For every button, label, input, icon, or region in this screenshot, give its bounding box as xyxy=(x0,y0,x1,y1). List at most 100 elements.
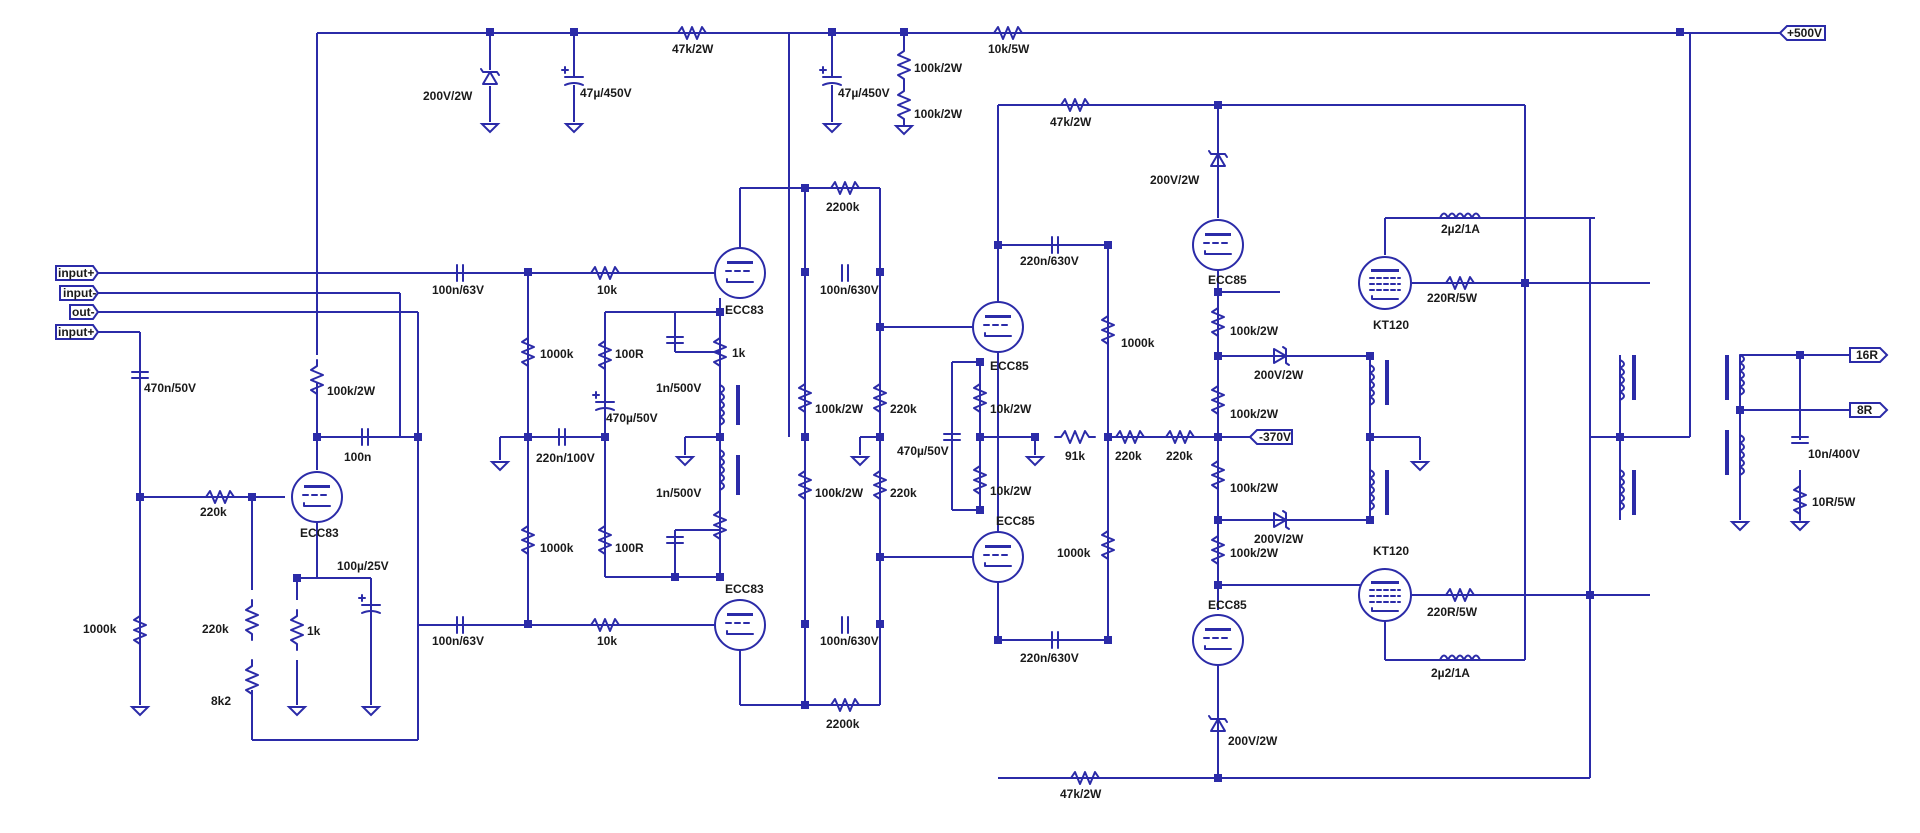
label-c-1n500-a: 1n/500V xyxy=(656,381,701,395)
svg-text:input-: input- xyxy=(63,286,96,300)
ground-symbol xyxy=(491,461,509,471)
label-c-220n630-1: 220n/630V xyxy=(1020,254,1079,268)
tube-ecc83-upper xyxy=(714,247,766,299)
svg-text:out-: out- xyxy=(72,305,95,319)
label-c-470n: 470n/50V xyxy=(144,381,196,395)
label-l-2u2-a: 2µ2/1A xyxy=(1441,222,1480,236)
capacitor-100u-25v xyxy=(358,594,381,614)
label-c-100u: 100µ/25V xyxy=(337,559,389,573)
label-r-10k-5w: 10k/5W xyxy=(988,42,1030,56)
wires xyxy=(98,32,1850,779)
label-kt120-b: KT120 xyxy=(1373,544,1409,558)
resistor-100k-2w-b xyxy=(897,84,911,126)
label-r-2200k-bot: 2200k xyxy=(826,717,860,731)
tube-kt120-upper xyxy=(1358,256,1412,310)
component-labels: 47k/2W 10k/5W 200V/2W 47µ/450V 47µ/450V … xyxy=(83,42,1860,801)
ground-symbol xyxy=(362,706,380,716)
svg-text:input+: input+ xyxy=(58,325,94,339)
label-r-100k-c2: 100k/2W xyxy=(1230,407,1279,421)
capacitor-47u-2 xyxy=(819,66,842,86)
capacitor-47u-1 xyxy=(561,66,584,86)
resistor-220k-grid xyxy=(245,599,259,641)
label-r-100k-c3: 100k/2W xyxy=(1230,481,1279,495)
resistor-100k-2w-input xyxy=(310,359,324,401)
tube-kt120-lower xyxy=(1358,568,1412,622)
label-r-1000k-b: 1000k xyxy=(540,541,574,555)
tube-ecc85-c xyxy=(1192,219,1244,271)
label-z-200v-bot: 200V/2W xyxy=(1228,734,1278,748)
label-r-100k-c4: 100k/2W xyxy=(1230,546,1279,560)
label-r-91k: 91k xyxy=(1065,449,1085,463)
resistor-1k-cathode xyxy=(290,609,304,651)
label-r-100k-c1: 100k/2W xyxy=(1230,324,1279,338)
label-z-200v-top: 200V/2W xyxy=(423,89,473,103)
label-r-100k-in: 100k/2W xyxy=(327,384,376,398)
label-z-200v-d1: 200V/2W xyxy=(1150,173,1200,187)
ground-symbol xyxy=(1411,461,1429,471)
label-c-1n500-b: 1n/500V xyxy=(656,486,701,500)
label-ecc83-c: ECC83 xyxy=(300,526,339,540)
label-r-47k-top: 47k/2W xyxy=(672,42,714,56)
label-r-10k-2: 10k xyxy=(597,634,617,648)
ground-symbol xyxy=(895,125,913,135)
label-r-1k-a: 1k xyxy=(732,346,746,360)
label-c-100n630-1: 100n/630V xyxy=(820,283,879,297)
label-r-220r-b: 220R/5W xyxy=(1427,605,1478,619)
port-8r: 8R xyxy=(1849,402,1889,418)
resistor-8k2 xyxy=(245,659,259,701)
label-c-470u50-a: 470µ/50V xyxy=(606,411,658,425)
resistor-100k-2w-a xyxy=(897,44,911,86)
label-c-220n630-2: 220n/630V xyxy=(1020,651,1079,665)
junctions xyxy=(136,28,1804,782)
label-r-10k2w-a: 10k/2W xyxy=(990,402,1032,416)
label-c-470u50-b: 470µ/50V xyxy=(897,444,949,458)
label-z-200v-b: 200V/2W xyxy=(1254,532,1304,546)
svg-text:+500V: +500V xyxy=(1787,26,1822,40)
label-r-220k-g: 220k xyxy=(202,622,229,636)
label-r-100k-a: 100k/2W xyxy=(914,61,963,75)
label-ecc85-c: ECC85 xyxy=(1208,273,1247,287)
label-r-10k-1: 10k xyxy=(597,283,617,297)
label-c-100n63-1: 100n/63V xyxy=(432,283,484,297)
port-input-plus-1: input+ xyxy=(55,265,100,281)
label-c-100n-in: 100n xyxy=(344,450,371,464)
label-r-220k-b2: 220k xyxy=(1166,449,1193,463)
resistor-91k xyxy=(1054,430,1096,444)
capacitor-470u-50v-a xyxy=(592,391,615,411)
label-r-220k-pi1: 220k xyxy=(890,402,917,416)
label-kt120-a: KT120 xyxy=(1373,318,1409,332)
port-16r: 16R xyxy=(1849,347,1889,363)
tube-ecc85-b xyxy=(972,531,1024,583)
label-c-100n630-2: 100n/630V xyxy=(820,634,879,648)
port-input-minus: input- xyxy=(59,285,100,301)
ground-symbol xyxy=(131,706,149,716)
label-r-1k-k: 1k xyxy=(307,624,321,638)
label-l-2u2-b: 2µ2/1A xyxy=(1431,666,1470,680)
tube-ecc85-a xyxy=(972,301,1024,353)
ground-symbol xyxy=(851,456,869,466)
label-c-10n400: 10n/400V xyxy=(1808,447,1860,461)
ground-symbol xyxy=(1731,521,1749,531)
label-r-10r5w: 10R/5W xyxy=(1812,495,1856,509)
label-r-220r-a: 220R/5W xyxy=(1427,291,1478,305)
label-r-1000k-a: 1000k xyxy=(540,347,574,361)
port-bias: -370V xyxy=(1248,429,1293,445)
label-c-47u-2: 47µ/450V xyxy=(838,86,890,100)
label-ecc85-a: ECC85 xyxy=(990,359,1029,373)
label-r-220k-b1: 220k xyxy=(1115,449,1142,463)
label-c-100n63-2: 100n/63V xyxy=(432,634,484,648)
svg-text:input+: input+ xyxy=(58,266,94,280)
ground-symbol xyxy=(1791,521,1809,531)
ground-symbol xyxy=(676,456,694,466)
port-input-plus-2: input+ xyxy=(55,324,100,340)
ground-symbol xyxy=(1026,456,1044,466)
label-r-8k2: 8k2 xyxy=(211,694,231,708)
ground-symbol xyxy=(565,123,583,133)
label-r-1000k-d: 1000k xyxy=(1057,546,1091,560)
tube-ecc83-lower xyxy=(714,599,766,651)
capacitor-100n-630v-b xyxy=(841,616,849,634)
zener-200v-top xyxy=(480,68,500,85)
label-r-220k-pi2: 220k xyxy=(890,486,917,500)
label-ecc85-d: ECC85 xyxy=(1208,598,1247,612)
